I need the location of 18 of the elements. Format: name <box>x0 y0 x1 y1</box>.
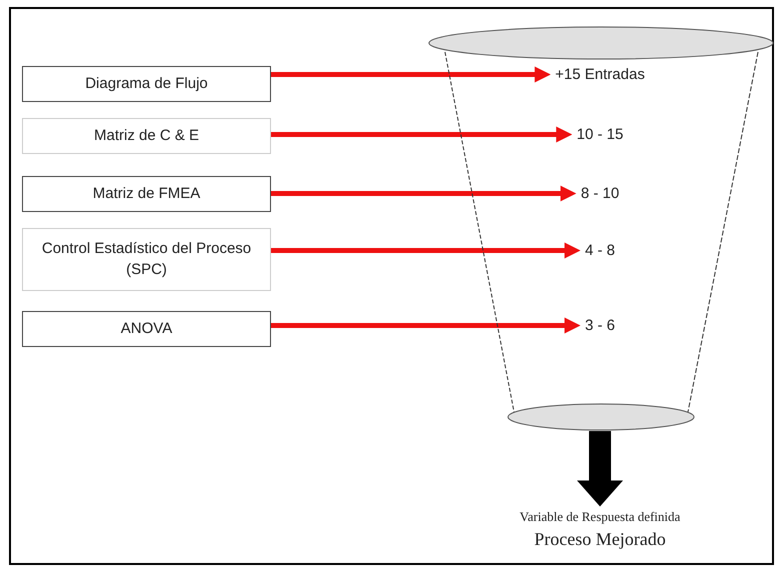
arrow <box>271 318 580 334</box>
stage-count-label: 10 - 15 <box>572 124 628 145</box>
process-box: Matriz de FMEA <box>22 176 271 212</box>
stage-count-label: 3 - 6 <box>581 315 619 336</box>
arrow <box>271 242 580 258</box>
process-box: Control Estadístico del Proceso (SPC) <box>22 228 271 291</box>
stage-count-label: 8 - 10 <box>576 183 624 204</box>
arrow <box>577 431 623 506</box>
arrow <box>271 66 551 82</box>
process-box: Diagrama de Flujo <box>22 66 271 102</box>
process-box: ANOVA <box>22 311 271 347</box>
arrow <box>271 126 572 142</box>
stage-count-label: 4 - 8 <box>581 240 619 261</box>
stage-count-label: +15 Entradas <box>551 64 649 85</box>
process-box: Matriz de C & E <box>22 118 271 154</box>
result-subtitle: Variable de Respuesta definida <box>518 509 682 525</box>
result-title: Proceso Mejorado <box>533 529 667 550</box>
arrow <box>271 186 576 202</box>
